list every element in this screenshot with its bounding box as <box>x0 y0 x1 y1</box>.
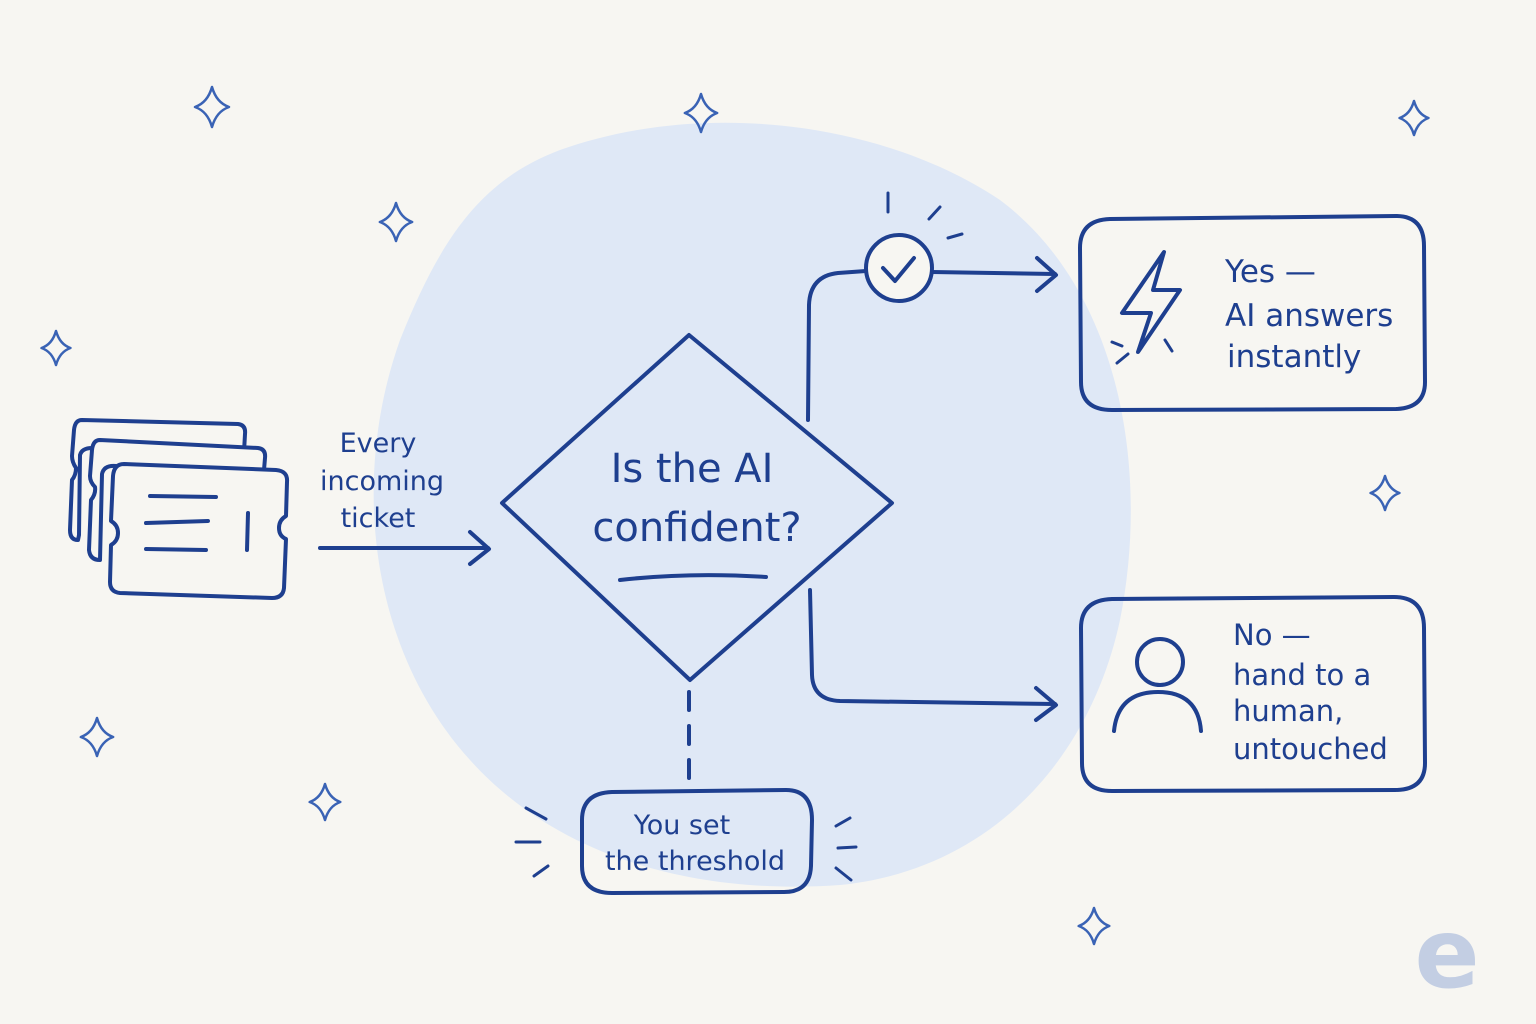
ticket-stack-icon <box>68 418 290 600</box>
yes-line-3: instantly <box>1227 339 1361 375</box>
no-line-1: No — <box>1233 618 1311 652</box>
background-blob <box>373 122 1131 887</box>
decision-line-1: Is the AI <box>611 446 774 492</box>
no-line-2: hand to a <box>1233 658 1371 692</box>
person-icon <box>1112 637 1203 733</box>
threshold-glow-lines <box>514 806 858 882</box>
no-line-4: untouched <box>1233 732 1388 766</box>
sparkle-icon <box>308 782 342 822</box>
sparkle-icon <box>40 329 72 367</box>
no-line-3: human, <box>1233 694 1343 728</box>
check-circle-icon <box>864 233 934 303</box>
sparkle-icon <box>1369 474 1401 512</box>
yes-box: Yes — AI answers instantly <box>1078 214 1427 412</box>
sparkle-icons <box>40 85 1430 946</box>
input-arrow <box>318 530 491 566</box>
logo: e <box>1414 898 1479 1010</box>
threshold-line-2: the threshold <box>605 846 785 877</box>
no-box: No — hand to a human, untouched <box>1079 595 1427 793</box>
no-branch-arrow <box>808 588 1058 722</box>
sparkle-icon <box>378 201 414 243</box>
lightning-icon <box>1120 250 1182 354</box>
sparkle-icon <box>193 85 231 129</box>
sparkle-icon <box>683 92 719 134</box>
sparkle-icon <box>1077 906 1111 946</box>
sparkle-icon <box>79 716 115 758</box>
input-label-line-3: ticket <box>341 503 416 534</box>
sparkle-icon <box>1398 99 1430 137</box>
yes-branch-arrow <box>806 256 1058 422</box>
threshold-line-1: You set <box>633 810 730 841</box>
decision-diamond <box>500 333 894 682</box>
yes-line-1: Yes — <box>1224 254 1316 290</box>
input-label-line-1: Every <box>340 428 417 459</box>
threshold-box: You set the threshold <box>580 788 814 895</box>
check-glow-lines <box>886 191 964 240</box>
lightning-spark-lines <box>1110 338 1174 365</box>
yes-line-2: AI answers <box>1225 298 1393 334</box>
decision-underline <box>618 573 768 582</box>
input-label-line-2: incoming <box>320 466 444 497</box>
decision-line-2: confident? <box>592 505 801 551</box>
